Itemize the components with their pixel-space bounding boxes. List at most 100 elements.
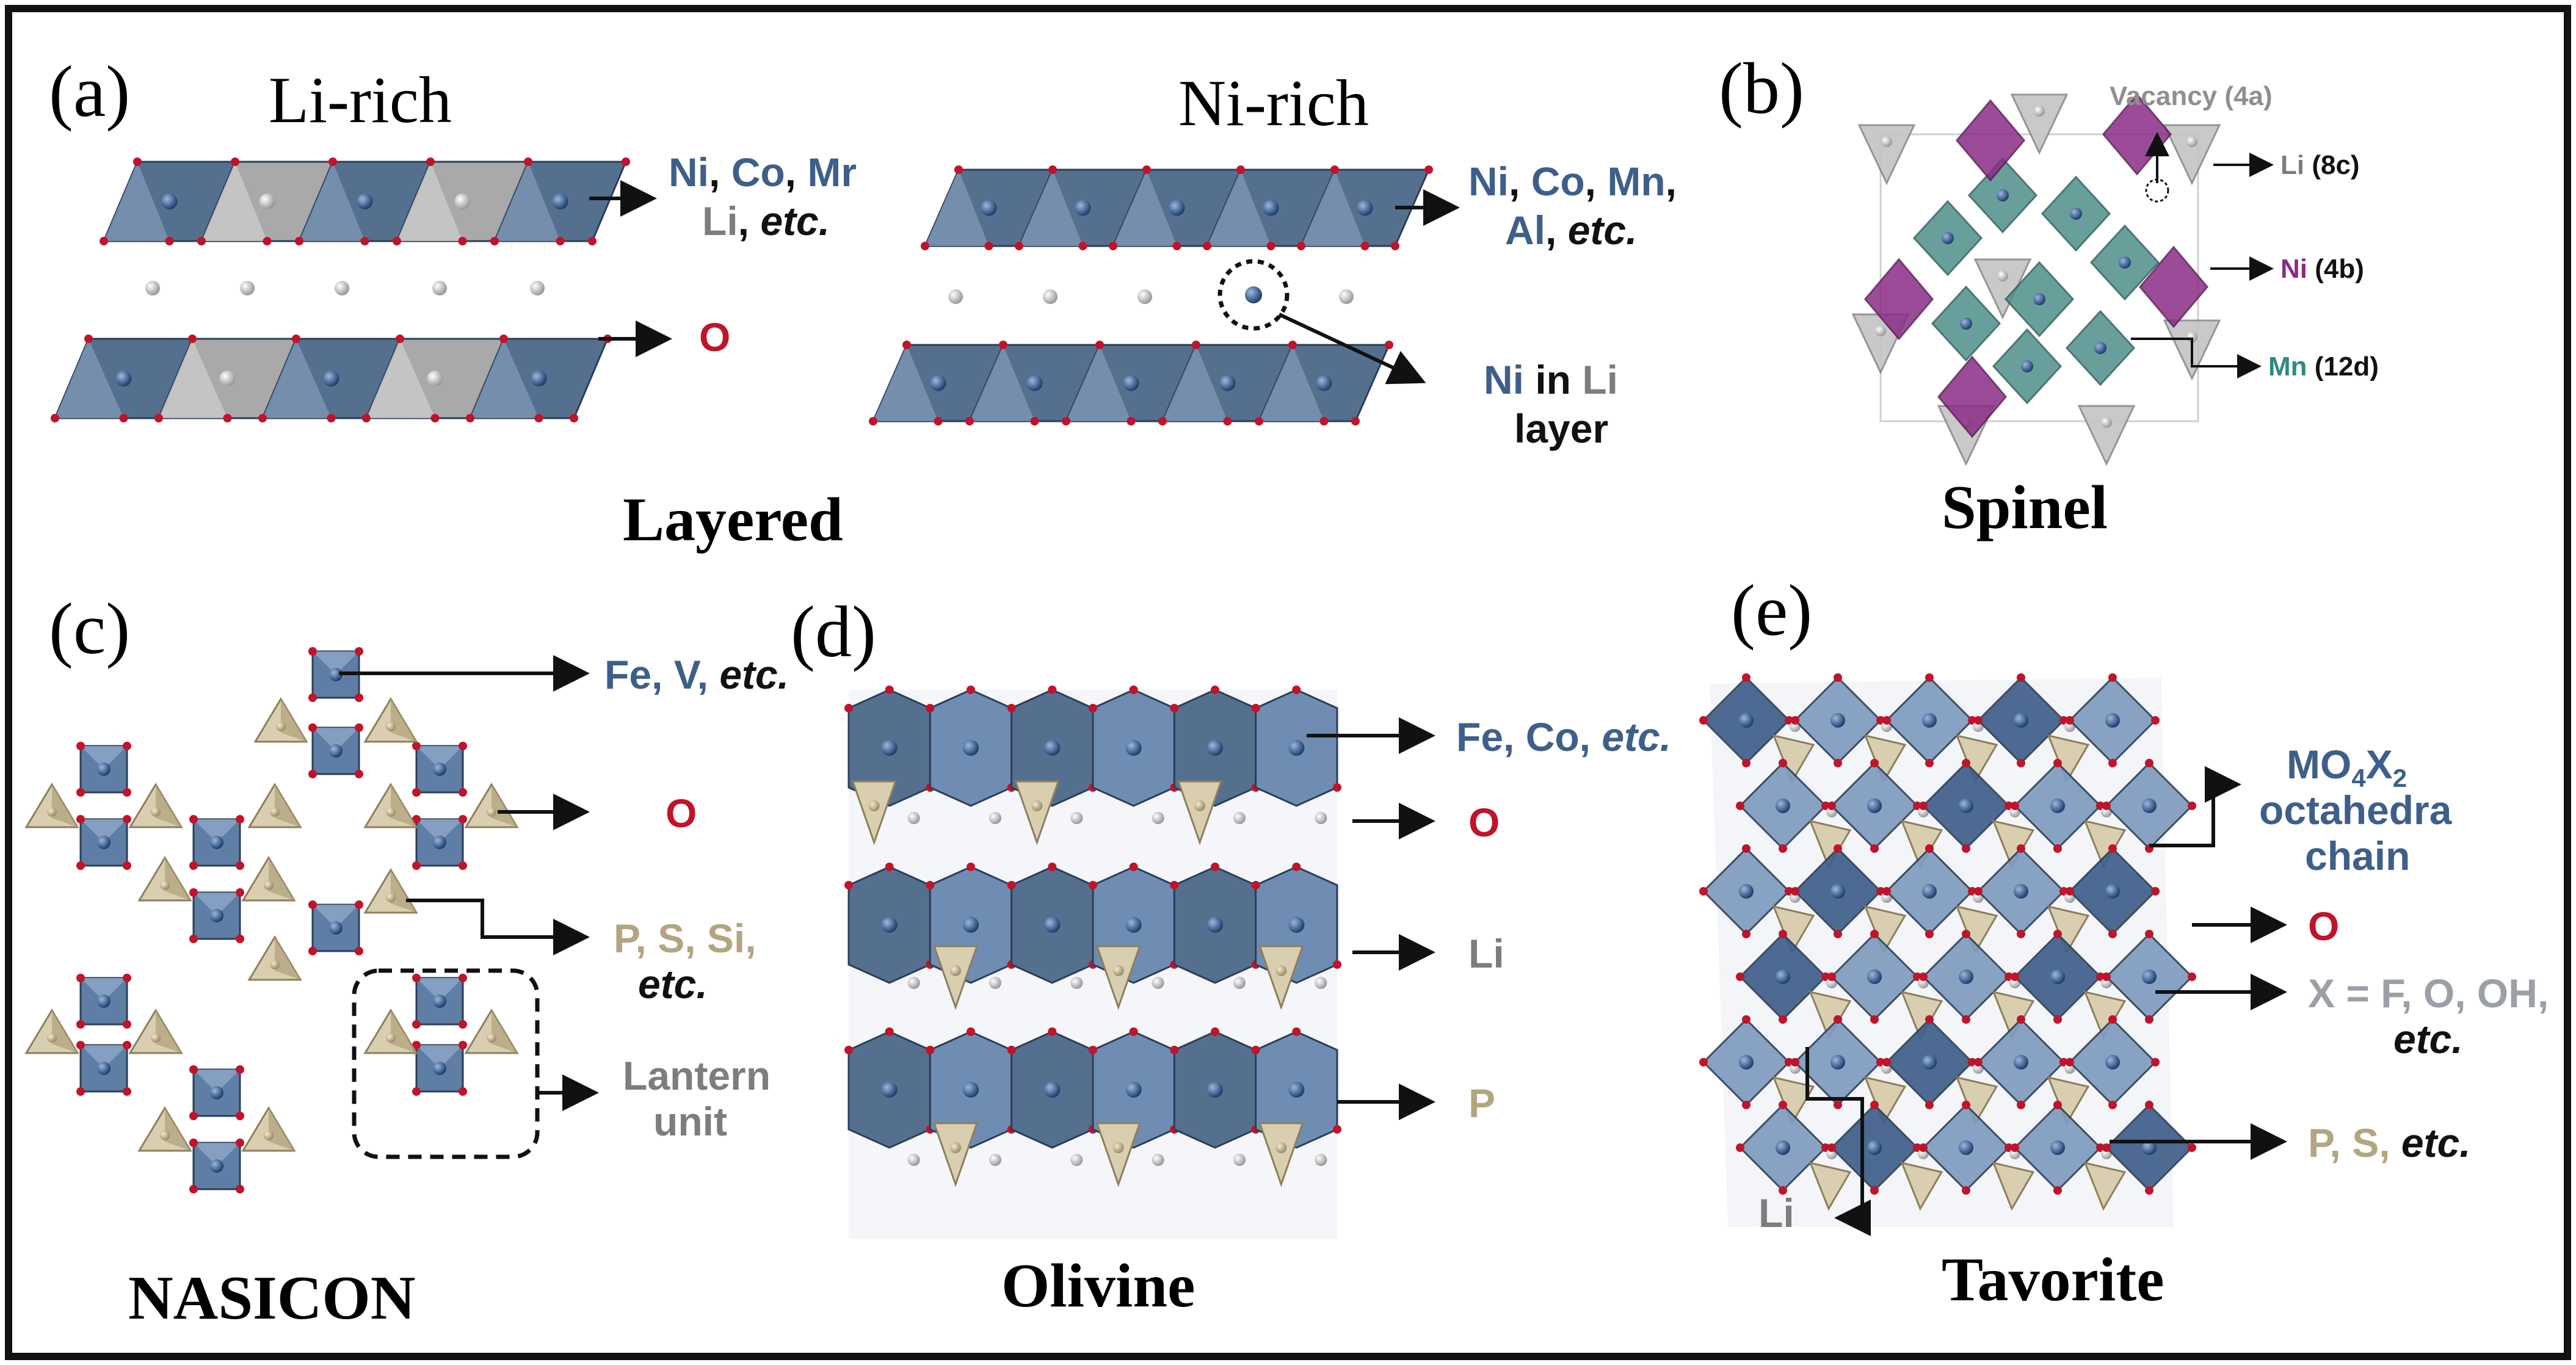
oxygen-atom [412,861,421,870]
oxygen-atom [2005,802,2013,810]
phosphate-tetrahedron [1095,1122,1141,1187]
oxygen-atom [1791,716,1799,725]
oxygen-atom [1170,1046,1179,1054]
oxygen-atom [965,417,974,425]
phosphate-tetrahedron [2047,905,2090,955]
oxygen-atom [1870,759,1879,767]
mn-ion [2021,360,2033,372]
oxygen-atom [1827,972,1836,981]
p-ion [151,1033,161,1043]
oxygen-atom [622,158,630,166]
metal-ion [1125,740,1142,756]
oxygen-atom [123,742,131,750]
mn-ion [2119,256,2131,269]
oxygen-atom [1015,242,1023,250]
phosphate-tetrahedron [1955,1076,1998,1126]
oxygen-atom [499,335,508,343]
metal-ion [1776,1140,1790,1155]
metal-ion [1959,1140,1973,1155]
oxygen-atom [51,414,59,422]
oxygen-atom [396,335,404,343]
lithium-ion [1881,136,1892,147]
metal-ion [2050,969,2065,984]
octahedron-face [299,162,365,241]
oxygen-atom [885,686,894,694]
metal-ion [1125,917,1142,933]
spinel-ni-label: Ni (4b) [2280,254,2364,284]
lithium-ion [948,289,963,304]
oxygen-atom [1223,417,1232,425]
oxygen-atom [1962,759,1970,767]
mn-ion [1942,232,1954,244]
li-rich-top-slab [100,158,630,245]
oxygen-atom [1779,1186,1787,1195]
metal-ion [329,744,343,758]
metal-ion [210,1086,223,1099]
oxygen-atom [189,1185,198,1193]
panel-b-letter: (b) [1719,48,1804,129]
p-ion [270,960,280,969]
p-ion [1112,965,1124,976]
metal-ion [1959,798,1973,813]
vacancy-label: Vacancy (4a) [2110,81,2273,111]
metal-ion [1867,798,1882,813]
oxygen-atom [308,693,317,702]
metal-ion [115,371,132,386]
oxygen-atom [197,237,206,245]
tetrahedron-face [156,1010,181,1053]
oxygen-atom [1876,1058,1885,1066]
metal-ion [2142,1140,2157,1155]
tetrahedron-face [269,1108,294,1151]
oxygen-atom [459,1087,467,1096]
ni-rich-li-layer [948,289,1354,304]
oxygen-atom [1333,960,1341,969]
oxygen-atom [1974,716,1983,725]
phosphate-tetrahedron [2047,1076,2090,1126]
oxygen-atom [189,1139,198,1147]
oxygen-atom [1834,673,1842,682]
oxygen-atom [2145,1101,2153,1109]
metal-ion [219,371,236,386]
oxygen-atom [1333,783,1341,792]
oxygen-atom [2053,930,2062,938]
oxygen-atom [2053,1015,2062,1024]
oxygen-atom [967,686,975,694]
oxygen-atom [459,1020,467,1029]
panel-e: (e) MO4X2 octahedra chain O X = F, O, OH… [1699,570,2549,1314]
oxygen-atom [556,237,565,245]
metal-ion [2014,713,2028,728]
oxygen-atom [1158,417,1167,425]
p-ion [160,880,170,890]
oxygen-atom [76,742,85,750]
oxygen-atom [1095,341,1104,349]
li-tetrahedron [2077,405,2136,466]
phosphate-tetrahedron [1900,1161,1943,1211]
p-ion [868,800,880,811]
oxygen-atom [1129,686,1138,694]
oxygen-atom [2017,759,2025,767]
metal-ion [2050,798,2065,813]
oxygen-atom [2108,1101,2117,1109]
oxygen-atom [1974,887,1983,896]
tavorite-p-label: P, S, etc. [2308,1120,2471,1165]
metal-ion [1288,740,1305,756]
ni-octahedron [1937,355,2007,438]
tavorite-name: Tavorite [1942,1245,2164,1314]
oxygen-atom [1834,1015,1842,1024]
oxygen-atom [885,1027,894,1036]
oxygen-atom [123,1087,131,1096]
oxygen-atom [459,742,467,750]
oxygen-atom [570,414,578,422]
oxygen-atom [2011,972,2019,981]
metal-ion [97,1062,111,1075]
octahedron-face [925,170,989,246]
octahedron-face [1019,170,1083,246]
oxygen-atom [1699,716,1708,725]
oxygen-atom [2108,759,2117,767]
mn-ion [2033,293,2045,305]
oxygen-atom [1089,881,1097,889]
oxygen-atom [1089,1046,1097,1054]
oxygen-atom [355,900,363,909]
oxygen-atom [2188,802,2196,810]
oxygen-atom [76,1041,85,1049]
